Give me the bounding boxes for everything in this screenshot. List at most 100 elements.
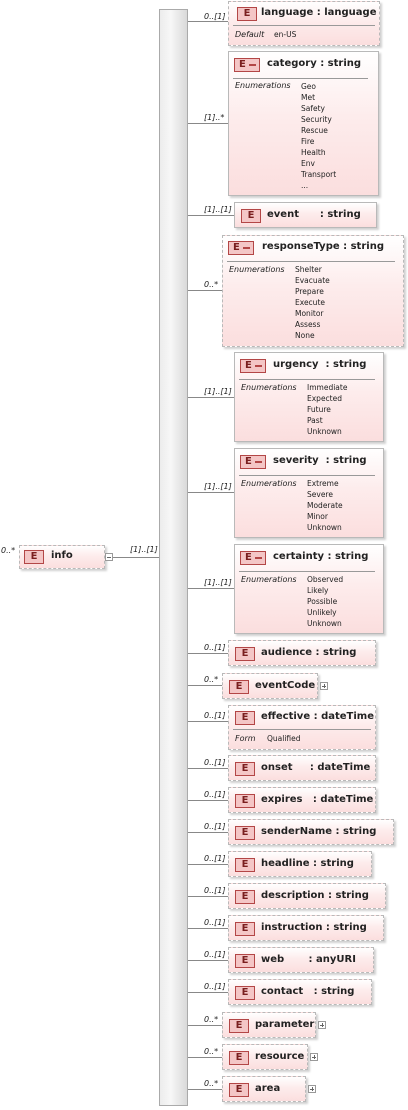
- child-connector-line: [188, 397, 234, 398]
- enum-value: Likely: [307, 586, 329, 595]
- element-box-instruction[interactable]: E instruction : string: [228, 915, 384, 941]
- enumeration-list: Shelter Evacuate Prepare Execute Monitor…: [295, 264, 330, 341]
- element-multiplicity: 0..[1]: [204, 758, 226, 767]
- element-name: info: [51, 550, 73, 561]
- element-box-description[interactable]: E description : string: [228, 883, 386, 909]
- element-box-certainty[interactable]: E certainty : string Enumerations Observ…: [234, 544, 384, 634]
- enum-value: Severe: [307, 490, 333, 499]
- enum-value: Unknown: [307, 427, 342, 436]
- element-name: instruction : string: [261, 922, 367, 933]
- element-name: parameter: [255, 1019, 315, 1030]
- element-box-web[interactable]: E web : anyURI: [228, 947, 374, 973]
- facet-separator: [239, 475, 375, 476]
- element-icon: E: [234, 58, 260, 72]
- element-box-language[interactable]: E language : language Default en-US: [228, 1, 380, 46]
- element-name: contact : string: [261, 986, 355, 997]
- element-icon: E: [240, 455, 266, 469]
- element-multiplicity: 0..[1]: [204, 12, 226, 21]
- element-box-severity[interactable]: E severity : string Enumerations Extreme…: [234, 448, 384, 538]
- element-icon: E: [235, 858, 255, 872]
- element-icon: E: [237, 7, 257, 21]
- enum-value: Future: [307, 405, 331, 414]
- child-connector-line: [188, 896, 228, 897]
- element-box-audience[interactable]: E audience : string: [228, 640, 376, 666]
- enum-value: Minor: [307, 512, 328, 521]
- element-name: eventCode: [255, 680, 316, 691]
- element-multiplicity: 0..[1]: [204, 950, 226, 959]
- enum-value: Expected: [307, 394, 342, 403]
- element-box-responseType[interactable]: E responseType : string Enumerations She…: [222, 235, 404, 347]
- enum-value: Safety: [301, 104, 325, 113]
- enum-value: Health: [301, 148, 326, 157]
- root-multiplicity: 0..*: [1, 546, 16, 555]
- element-box-info[interactable]: E info: [19, 545, 105, 569]
- element-name: responseType : string: [262, 241, 384, 252]
- element-icon: E: [229, 1051, 249, 1065]
- enum-value: None: [295, 331, 315, 340]
- enum-value: Past: [307, 416, 323, 425]
- enumeration-list: Observed Likely Possible Unlikely Unknow…: [307, 574, 343, 629]
- enum-value: Moderate: [307, 501, 343, 510]
- enum-value: Shelter: [295, 265, 322, 274]
- element-name: web : anyURI: [261, 954, 356, 965]
- element-box-parameter[interactable]: E parameter: [222, 1012, 316, 1038]
- element-multiplicity: 0..[1]: [204, 822, 226, 831]
- element-box-effective[interactable]: E effective : dateTime Form Qualified: [228, 705, 376, 750]
- enum-value: Env: [301, 159, 315, 168]
- facet-separator: [233, 78, 368, 79]
- element-name: certainty : string: [273, 551, 369, 562]
- enum-value: Unknown: [307, 619, 342, 628]
- child-connector-line: [188, 928, 228, 929]
- child-connector-line: [188, 21, 228, 22]
- element-box-eventCode[interactable]: E eventCode: [222, 673, 318, 699]
- enum-value: Fire: [301, 137, 315, 146]
- element-box-senderName[interactable]: E senderName : string: [228, 819, 394, 845]
- facet-separator: [239, 379, 375, 380]
- facet-label: Form: [235, 734, 256, 743]
- expand-icon[interactable]: [308, 1085, 316, 1093]
- enum-value: Possible: [307, 597, 338, 606]
- expand-icon[interactable]: [310, 1053, 318, 1061]
- element-box-headline[interactable]: E headline : string: [228, 851, 372, 877]
- child-connector-line: [188, 653, 228, 654]
- element-box-urgency[interactable]: E urgency : string Enumerations Immediat…: [234, 352, 384, 442]
- child-connector-line: [188, 685, 222, 686]
- element-icon: E: [235, 711, 255, 725]
- expand-icon[interactable]: [318, 1021, 326, 1029]
- element-icon: E: [229, 1019, 249, 1033]
- enum-value: Security: [301, 115, 332, 124]
- element-icon: E: [24, 550, 44, 564]
- connector-multiplicity: [1]..[1]: [130, 545, 158, 554]
- element-name: onset : dateTime: [261, 762, 371, 773]
- element-box-area[interactable]: E area: [222, 1076, 306, 1102]
- enumeration-list: Geo Met Safety Security Rescue Fire Heal…: [301, 81, 336, 191]
- element-multiplicity: 0..[1]: [204, 643, 226, 652]
- element-box-event[interactable]: E event : string: [234, 202, 377, 228]
- element-box-category[interactable]: E category : string Enumerations Geo Met…: [228, 51, 379, 196]
- element-icon: E: [235, 647, 255, 661]
- element-icon: E: [235, 794, 255, 808]
- element-box-expires[interactable]: E expires : dateTime: [228, 787, 376, 813]
- child-connector-line: [188, 800, 228, 801]
- child-connector-line: [188, 215, 234, 216]
- element-icon: E: [241, 209, 261, 223]
- child-connector-line: [188, 1057, 222, 1058]
- element-multiplicity: 0..[1]: [204, 918, 226, 927]
- child-connector-line: [188, 832, 228, 833]
- child-connector-line: [188, 721, 228, 722]
- enum-value: Transport: [301, 170, 337, 179]
- element-box-onset[interactable]: E onset : dateTime: [228, 755, 376, 781]
- collapse-icon[interactable]: [105, 553, 113, 561]
- enum-value: Monitor: [295, 309, 324, 318]
- element-name: audience : string: [261, 647, 357, 658]
- element-name: event : string: [267, 209, 361, 220]
- element-box-resource[interactable]: E resource: [222, 1044, 308, 1070]
- child-connector-line: [188, 960, 228, 961]
- element-name: description : string: [261, 890, 369, 901]
- expand-icon[interactable]: [320, 682, 328, 690]
- child-connector-line: [188, 290, 222, 291]
- element-multiplicity: 0..[1]: [204, 711, 226, 720]
- element-box-contact[interactable]: E contact : string: [228, 979, 372, 1005]
- child-connector-line: [188, 864, 228, 865]
- element-multiplicity: [1]..*: [204, 113, 225, 122]
